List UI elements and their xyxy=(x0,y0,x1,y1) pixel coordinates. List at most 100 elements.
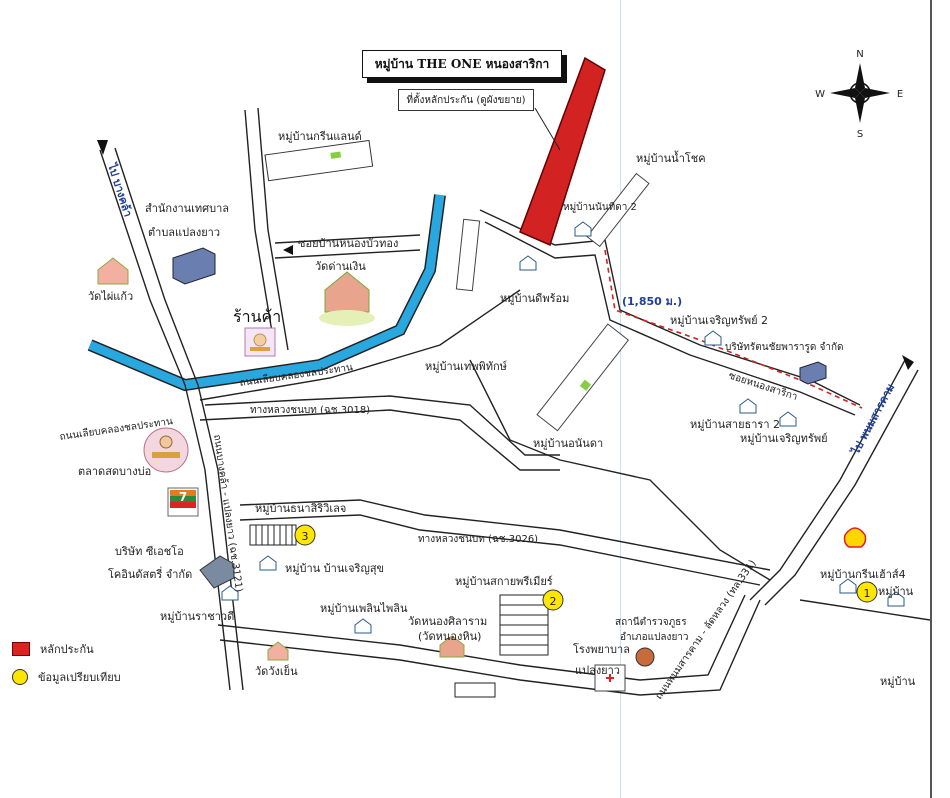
label-nanda: หมู่บ้านอนันดา xyxy=(533,437,603,450)
marker-3-label: 3 xyxy=(302,530,309,543)
compass-east: E xyxy=(897,89,903,100)
green-land-village-block xyxy=(264,139,374,182)
label-company-left-2: โคอินดัสตรี่ จำกัด xyxy=(108,566,192,581)
arrow-up-left-icon xyxy=(97,140,108,155)
shell-logo xyxy=(843,527,867,548)
collateral-plot[interactable] xyxy=(519,56,606,247)
police-icon xyxy=(635,647,655,667)
label-road-bangkhla: ไป บางคล้า xyxy=(105,160,136,219)
factory-icon xyxy=(199,555,235,589)
road-nong-bua-thong xyxy=(274,249,421,259)
road-green-land-edge xyxy=(257,107,289,351)
scan-fold-line xyxy=(620,0,621,798)
nam-chok-village-block xyxy=(586,172,650,248)
label-road-phanom: ไป พนมสารคาม xyxy=(847,381,897,458)
compass-south: S xyxy=(857,129,863,140)
road-3018 xyxy=(199,409,560,471)
temple-icon xyxy=(97,257,465,661)
thanasiri-village-block xyxy=(249,524,297,546)
label-distance: (1,850 ม.) xyxy=(622,295,682,308)
label-wat-phai-kaeo: วัดไผ่แก้ว xyxy=(88,290,133,303)
compass-west: W xyxy=(815,89,825,100)
road-bangkhla xyxy=(99,149,231,691)
irrigation-canal xyxy=(87,194,446,392)
arrow-left-icon xyxy=(283,245,293,255)
label-highway-3018: ทางหลวงชนบท (ฉช.3018) xyxy=(250,405,370,416)
comparable-marker-3[interactable]: 3 xyxy=(294,524,316,546)
road-phanom-sarakham xyxy=(749,359,906,601)
road-nong-bua-thong-edge xyxy=(274,234,421,244)
label-nam-chok: หมู่บ้านน้ำโชค xyxy=(636,150,706,165)
label-sakaew: หมู่บ้านสกายพรีเมียร์ xyxy=(455,575,553,588)
comparable-marker-2[interactable]: 2 xyxy=(542,589,564,611)
label-village-right-1: หมู่บ้าน xyxy=(878,585,914,598)
arrow-up-right-icon xyxy=(902,355,914,370)
road-green-land xyxy=(244,109,276,351)
collateral-pointer xyxy=(534,107,561,151)
label-charoen-suk: หมู่บ้าน บ้านเจริญสุข xyxy=(285,562,384,575)
shop-icon xyxy=(244,327,276,357)
label-sai-thara-2: หมู่บ้านสายธารา 2 xyxy=(690,418,780,431)
road-3026 xyxy=(239,514,761,586)
road-nong-sarika-edge xyxy=(484,221,856,416)
legend-collateral-label: หลักประกัน xyxy=(40,643,94,656)
road-middle xyxy=(469,359,771,581)
label-thep-phithak: หมู่บ้านเทพพิทักษ์ xyxy=(425,360,507,373)
route-to-collateral xyxy=(604,249,863,409)
legend-comparable: ข้อมูลเปรียบเทียบ xyxy=(12,668,121,686)
legend-comparable-label: ข้อมูลเปรียบเทียบ xyxy=(38,671,121,684)
map-subtitle: ที่ตั้งหลักประกัน (ดูผังขยาย) xyxy=(398,89,534,111)
comparable-marker-1[interactable]: 1 xyxy=(856,581,878,603)
road-bangkhla-edge xyxy=(114,147,244,691)
label-green-land: หมู่บ้านกรีนแลนด์ xyxy=(278,130,362,143)
thep-phithak-village-block xyxy=(455,218,481,292)
hospital-icon xyxy=(594,664,626,692)
road-3026-edge xyxy=(239,499,771,571)
label-company-right: บริษัทรัตนชัยพารารูด จำกัด xyxy=(725,342,844,353)
label-shop: ร้านค้า xyxy=(233,307,281,326)
label-market: ตลาดสดบางบ่อ xyxy=(78,465,151,478)
page-border xyxy=(930,0,932,798)
label-green-ville-4: หมู่บ้านกรีนเฮ้าส์4 xyxy=(820,568,906,581)
label-wat-nong-sila-2: (วัดหนองหิน) xyxy=(418,630,481,643)
label-highway-3026: ทางหลวงชนบท (ฉช.3026) xyxy=(418,534,538,545)
office-building-icon xyxy=(172,247,827,385)
road-331-edge xyxy=(217,594,746,681)
label-wat-dan-ngoen: วัดด่านเงิน xyxy=(315,260,366,273)
legend-comparable-swatch xyxy=(12,669,28,685)
label-wat-nong-sila-1: วัดหนองศิลาราม xyxy=(408,615,487,628)
label-hospital-1: โรงพยาบาล xyxy=(573,642,630,656)
marker-2-label: 2 xyxy=(550,595,557,608)
label-thanasiri: หมู่บ้านธนาสิริวิเลจ xyxy=(255,502,346,515)
road-phanom-sarakham-edge xyxy=(764,369,919,606)
compass-north: N xyxy=(856,49,863,60)
label-di-phrom: หมู่บ้านดีพร้อม xyxy=(500,292,569,305)
road-right-lower xyxy=(799,599,931,621)
road-canal xyxy=(199,289,521,401)
legend-collateral: หลักประกัน xyxy=(12,640,94,658)
label-charoen-sap: หมู่บ้านเจริญทรัพย์ xyxy=(740,432,828,445)
label-hospital-2: แปลงยาว xyxy=(575,664,620,677)
marker-1-label: 1 xyxy=(864,587,871,600)
label-municipal-1: สำนักงานเทศบาล xyxy=(145,202,229,215)
label-police-1: สถานีตำรวจภูธร xyxy=(615,616,687,628)
label-wat-wang-yen: วัดวังเย็น xyxy=(255,664,298,678)
nanda-village-block xyxy=(536,323,630,432)
house-icon xyxy=(221,221,905,634)
map-title: หมู่บ้าน THE ONE หนองสาริกา xyxy=(362,50,562,78)
label-ratchawadi: หมู่บ้านราชาวดี xyxy=(160,610,234,623)
label-company-left-1: บริษัท ซีเอชโอ xyxy=(115,544,184,558)
label-nong-bua-thong: ซอยบ้านหนองบัวทอง xyxy=(298,237,398,250)
market-icon xyxy=(143,427,189,473)
compass: N S W E xyxy=(815,49,903,140)
label-nanthida: หมู่บ้านนันทิดา 2 xyxy=(563,201,637,213)
legend-collateral-swatch xyxy=(12,642,30,656)
label-charoen-sap-2: หมู่บ้านเจริญทรัพย์ 2 xyxy=(670,314,768,327)
seven-eleven-logo: 7 xyxy=(167,487,199,517)
label-police-2: อำเภอแปลงยาว xyxy=(620,632,689,643)
road-3018-edge xyxy=(204,395,560,456)
label-municipal-2: ตำบลแปลงยาว xyxy=(148,226,220,239)
label-phloen-phailin: หมู่บ้านเพลินไพลิน xyxy=(320,602,408,615)
label-village-right-2: หมู่บ้าน xyxy=(880,675,916,688)
